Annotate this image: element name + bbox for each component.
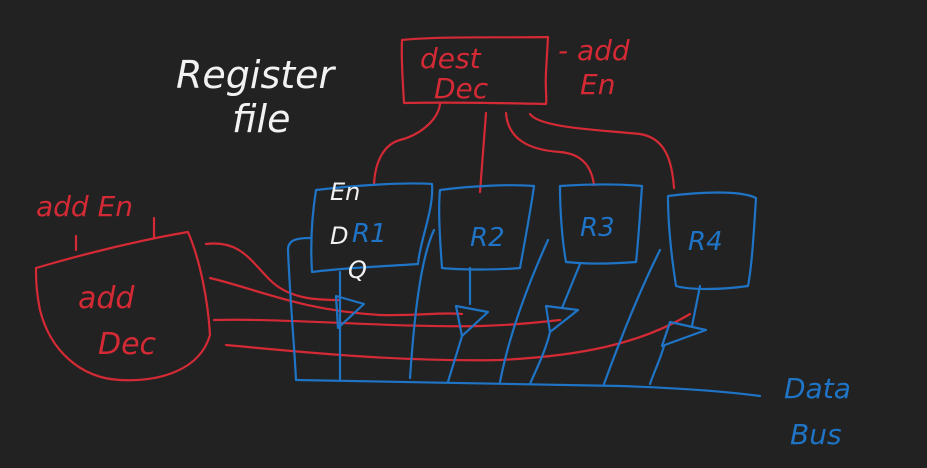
- register-r3-box: [558, 183, 644, 265]
- r3-input-wire: [498, 238, 550, 384]
- add-decoder-label-1: add: [78, 281, 135, 316]
- add-line-b2: [208, 276, 464, 317]
- dest-line-r1: [372, 102, 442, 187]
- buffer-b4: [660, 320, 708, 348]
- add-line-b1: [204, 242, 342, 302]
- data-bus-label: Data Bus: [784, 372, 851, 451]
- register-r4: R4: [666, 191, 758, 291]
- bus-left-feed: [286, 236, 312, 382]
- dest-enable-label-2: En: [580, 68, 615, 101]
- register-r1: En D Q R1: [310, 178, 434, 284]
- title-line-2: file: [232, 97, 290, 141]
- buffer-b3: [544, 304, 580, 334]
- register-pin-enable: En: [330, 178, 360, 206]
- r3-output-wire-b: [528, 330, 552, 386]
- dest-line-r3: [504, 111, 596, 187]
- dest-decoder-box: [400, 35, 550, 106]
- register-r2: R2: [438, 184, 536, 271]
- registers: En D Q R1 R2 R3 R4: [286, 178, 762, 398]
- register-r4-box: [666, 191, 758, 291]
- data-bus-label-2: Bus: [790, 418, 842, 451]
- register-r2-box: [438, 184, 536, 271]
- r4-output-wire: [690, 284, 702, 328]
- r2-output-wire-b: [446, 334, 464, 384]
- register-r4-label: R4: [688, 227, 723, 257]
- data-bus-label-1: Data: [784, 372, 851, 405]
- register-r2-label: R2: [470, 223, 505, 253]
- dest-decoder-label-1: dest: [420, 42, 482, 75]
- r2-input-wire: [408, 228, 436, 380]
- register-r1-box: [310, 182, 434, 274]
- buffer-b1: [334, 294, 366, 330]
- dest-line-r4: [528, 112, 676, 190]
- data-bus-line: [294, 378, 762, 398]
- dest-decoder: dest Dec - add En: [372, 34, 676, 194]
- buffer-b2: [454, 304, 490, 338]
- title-line-1: Register: [176, 53, 337, 97]
- dest-line-r2: [478, 111, 488, 194]
- dest-decoder-label-2: Dec: [434, 72, 489, 105]
- register-pin-data: D: [330, 222, 348, 250]
- diagram-title: Register file: [176, 53, 337, 141]
- add-decoder: add En add Dec: [34, 190, 692, 382]
- r4-input-wire: [602, 248, 662, 386]
- register-r1-label: R1: [352, 219, 387, 249]
- dest-enable-label-1: - add: [558, 34, 630, 67]
- register-pin-output: Q: [348, 256, 367, 284]
- register-r3-label: R3: [580, 213, 615, 243]
- r4-output-wire-b: [648, 344, 666, 386]
- add-enable-label: add En: [36, 190, 133, 223]
- add-line-b4: [224, 312, 692, 362]
- add-decoder-box: [34, 230, 212, 382]
- r3-output-wire: [560, 262, 582, 310]
- register-r3: R3: [558, 183, 644, 265]
- add-decoder-label-2: Dec: [98, 327, 157, 362]
- add-line-b3: [212, 318, 562, 328]
